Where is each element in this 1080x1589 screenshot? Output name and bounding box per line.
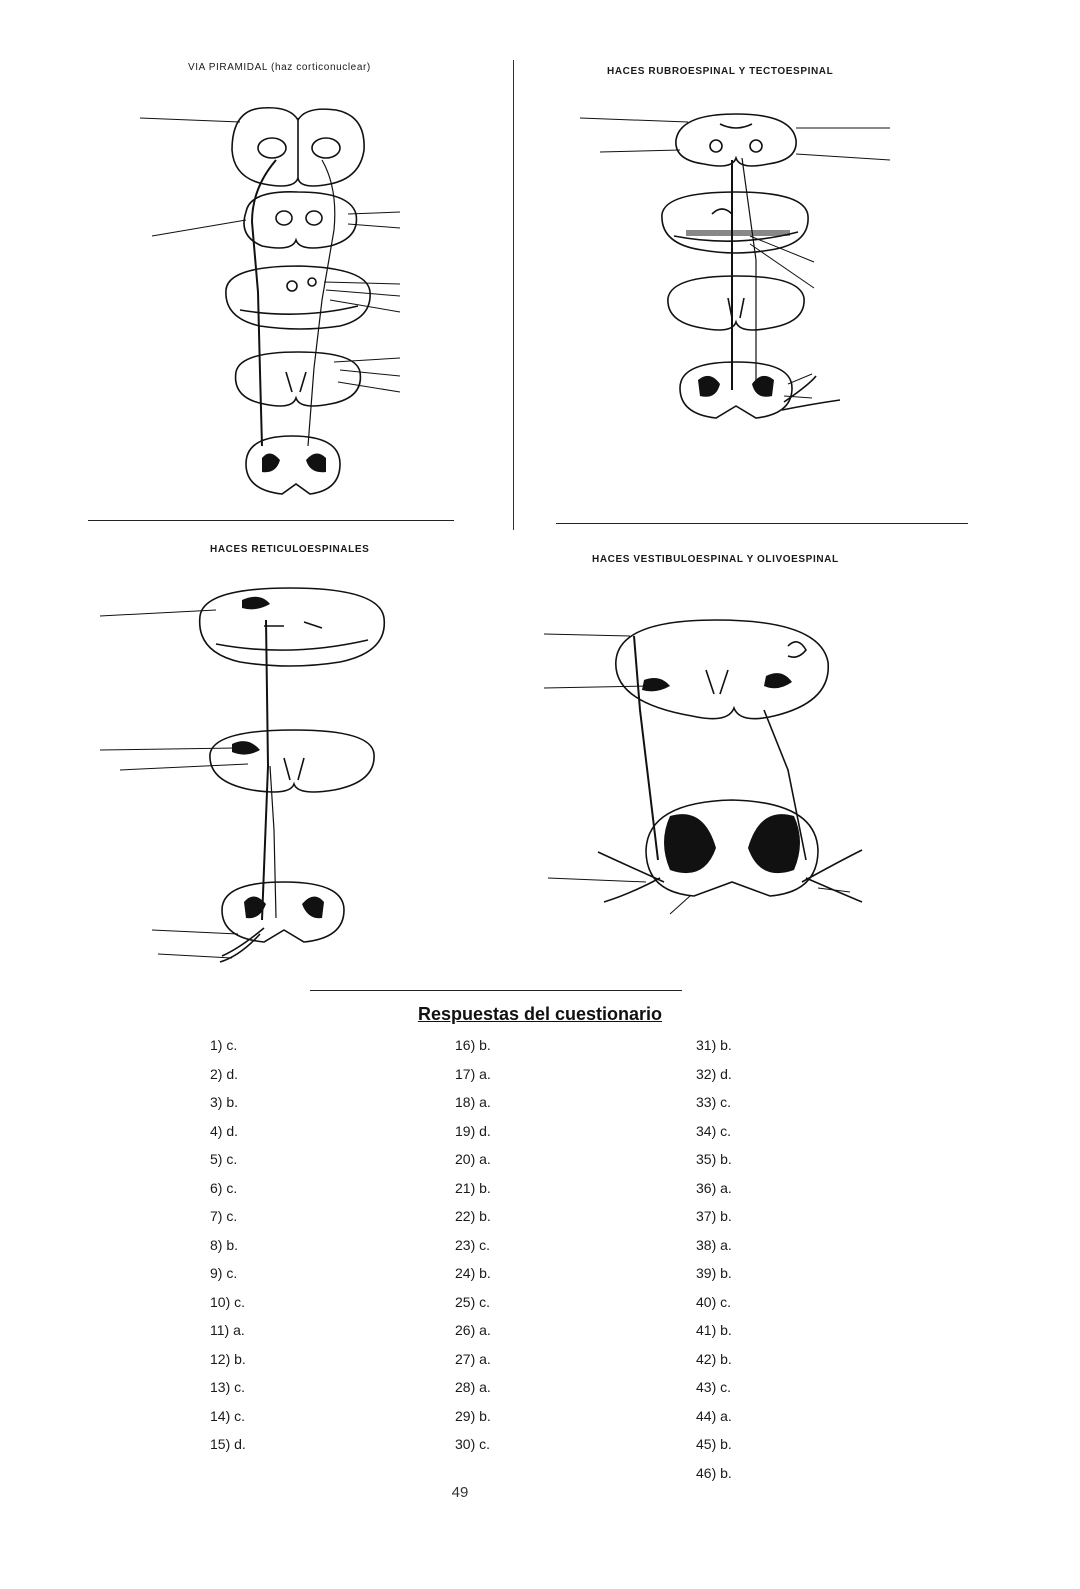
answer-item: 14) c. bbox=[210, 1407, 246, 1424]
answers-column-3: 31) b. 32) d. 33) c. 34) c. 35) b. 36) a. 37) … bbox=[696, 1037, 732, 1493]
answer-item: 18) a. bbox=[455, 1094, 491, 1110]
answer-item: 36) a. bbox=[696, 1179, 732, 1196]
rubro-diagram bbox=[579, 113, 891, 419]
vestibulo-diagram bbox=[543, 619, 863, 915]
answer-item: 29) b. bbox=[455, 1407, 491, 1424]
pyramidal-diagram bbox=[139, 106, 401, 495]
left-divider bbox=[88, 520, 454, 521]
answer-item: 4) d. bbox=[210, 1122, 239, 1139]
answer-item: 21) b. bbox=[455, 1179, 491, 1196]
answer-item: 16) b. bbox=[455, 1037, 491, 1053]
vestibulo-panel: HACES VESTIBULOESPINAL Y OLIVOESPINAL bbox=[520, 530, 1080, 980]
answer-item: 7) c. bbox=[210, 1208, 238, 1224]
vestibulo-title: HACES VESTIBULOESPINAL Y OLIVOESPINAL bbox=[592, 554, 839, 565]
reticulo-diagram bbox=[99, 587, 386, 963]
answer-item: 30) c. bbox=[455, 1436, 491, 1452]
answer-item: 13) c. bbox=[210, 1379, 246, 1395]
answer-item: 46) b. bbox=[696, 1464, 732, 1481]
answer-item: 2) d. bbox=[210, 1065, 239, 1082]
top-panels-divider bbox=[513, 60, 514, 530]
pyramidal-title: VIA PIRAMIDAL (haz corticonuclear) bbox=[188, 62, 371, 73]
answer-item: 3) b. bbox=[210, 1094, 239, 1110]
answer-item: 25) c. bbox=[455, 1293, 491, 1310]
reticulo-panel: HACES RETICULOESPINALES bbox=[0, 530, 520, 980]
answer-item: 6) c. bbox=[210, 1179, 238, 1196]
answer-item: 12) b. bbox=[210, 1350, 246, 1367]
answer-item: 11) a. bbox=[210, 1322, 245, 1338]
answers-column-1: 1) c. 2) d. 3) b. 4) d. 5) c. 6) c. 7) c. 8) b.… bbox=[210, 1037, 246, 1465]
answer-item: 24) b. bbox=[455, 1265, 491, 1281]
answer-item: 26) a. bbox=[455, 1322, 491, 1338]
rubro-title: HACES RUBROESPINAL Y TECTOESPINAL bbox=[607, 66, 834, 77]
answer-item: 5) c. bbox=[210, 1151, 238, 1167]
answer-item: 10) c. bbox=[210, 1293, 246, 1310]
answer-item: 27) a. bbox=[455, 1350, 491, 1367]
answer-item: 22) b. bbox=[455, 1208, 491, 1224]
answer-item: 9) c. bbox=[210, 1265, 238, 1281]
answer-item: 41) b. bbox=[696, 1322, 732, 1338]
answers-divider bbox=[310, 990, 682, 991]
reticulo-title: HACES RETICULOESPINALES bbox=[210, 544, 370, 555]
page-number: 49 bbox=[451, 1484, 469, 1501]
answer-item: 19) d. bbox=[455, 1122, 491, 1139]
answers-title: Respuestas del cuestionario bbox=[417, 1004, 663, 1024]
answer-item: 31) b. bbox=[696, 1037, 732, 1053]
answer-item: 17) a. bbox=[455, 1065, 491, 1082]
answer-item: 42) b. bbox=[696, 1350, 732, 1367]
answer-item: 8) b. bbox=[210, 1236, 239, 1253]
answer-item: 45) b. bbox=[696, 1436, 732, 1452]
answer-item: 39) b. bbox=[696, 1265, 732, 1281]
answer-item: 15) d. bbox=[210, 1436, 246, 1452]
answer-item: 37) b. bbox=[696, 1208, 732, 1224]
answer-item: 35) b. bbox=[696, 1151, 732, 1167]
pyramidal-panel: VIA PIRAMIDAL (haz corticonuclear) bbox=[0, 0, 520, 520]
answer-item: 32) d. bbox=[696, 1065, 732, 1082]
answer-item: 44) a. bbox=[696, 1407, 732, 1424]
answers-column-2: 16) b. 17) a. 18) a. 19) d. 20) a. 21) b. 22) … bbox=[455, 1037, 491, 1465]
answer-item: 23) c. bbox=[455, 1236, 491, 1253]
rubro-panel: HACES RUBROESPINAL Y TECTOESPINAL bbox=[520, 0, 1080, 520]
right-divider bbox=[556, 523, 968, 524]
answer-item: 38) a. bbox=[696, 1236, 732, 1253]
answer-item: 1) c. bbox=[210, 1037, 238, 1053]
answer-item: 20) a. bbox=[455, 1151, 491, 1167]
answer-item: 43) c. bbox=[696, 1379, 732, 1395]
answer-item: 33) c. bbox=[696, 1094, 732, 1110]
answer-item: 28) a. bbox=[455, 1379, 491, 1395]
answer-item: 40) c. bbox=[696, 1293, 732, 1310]
answer-item: 34) c. bbox=[696, 1122, 732, 1139]
